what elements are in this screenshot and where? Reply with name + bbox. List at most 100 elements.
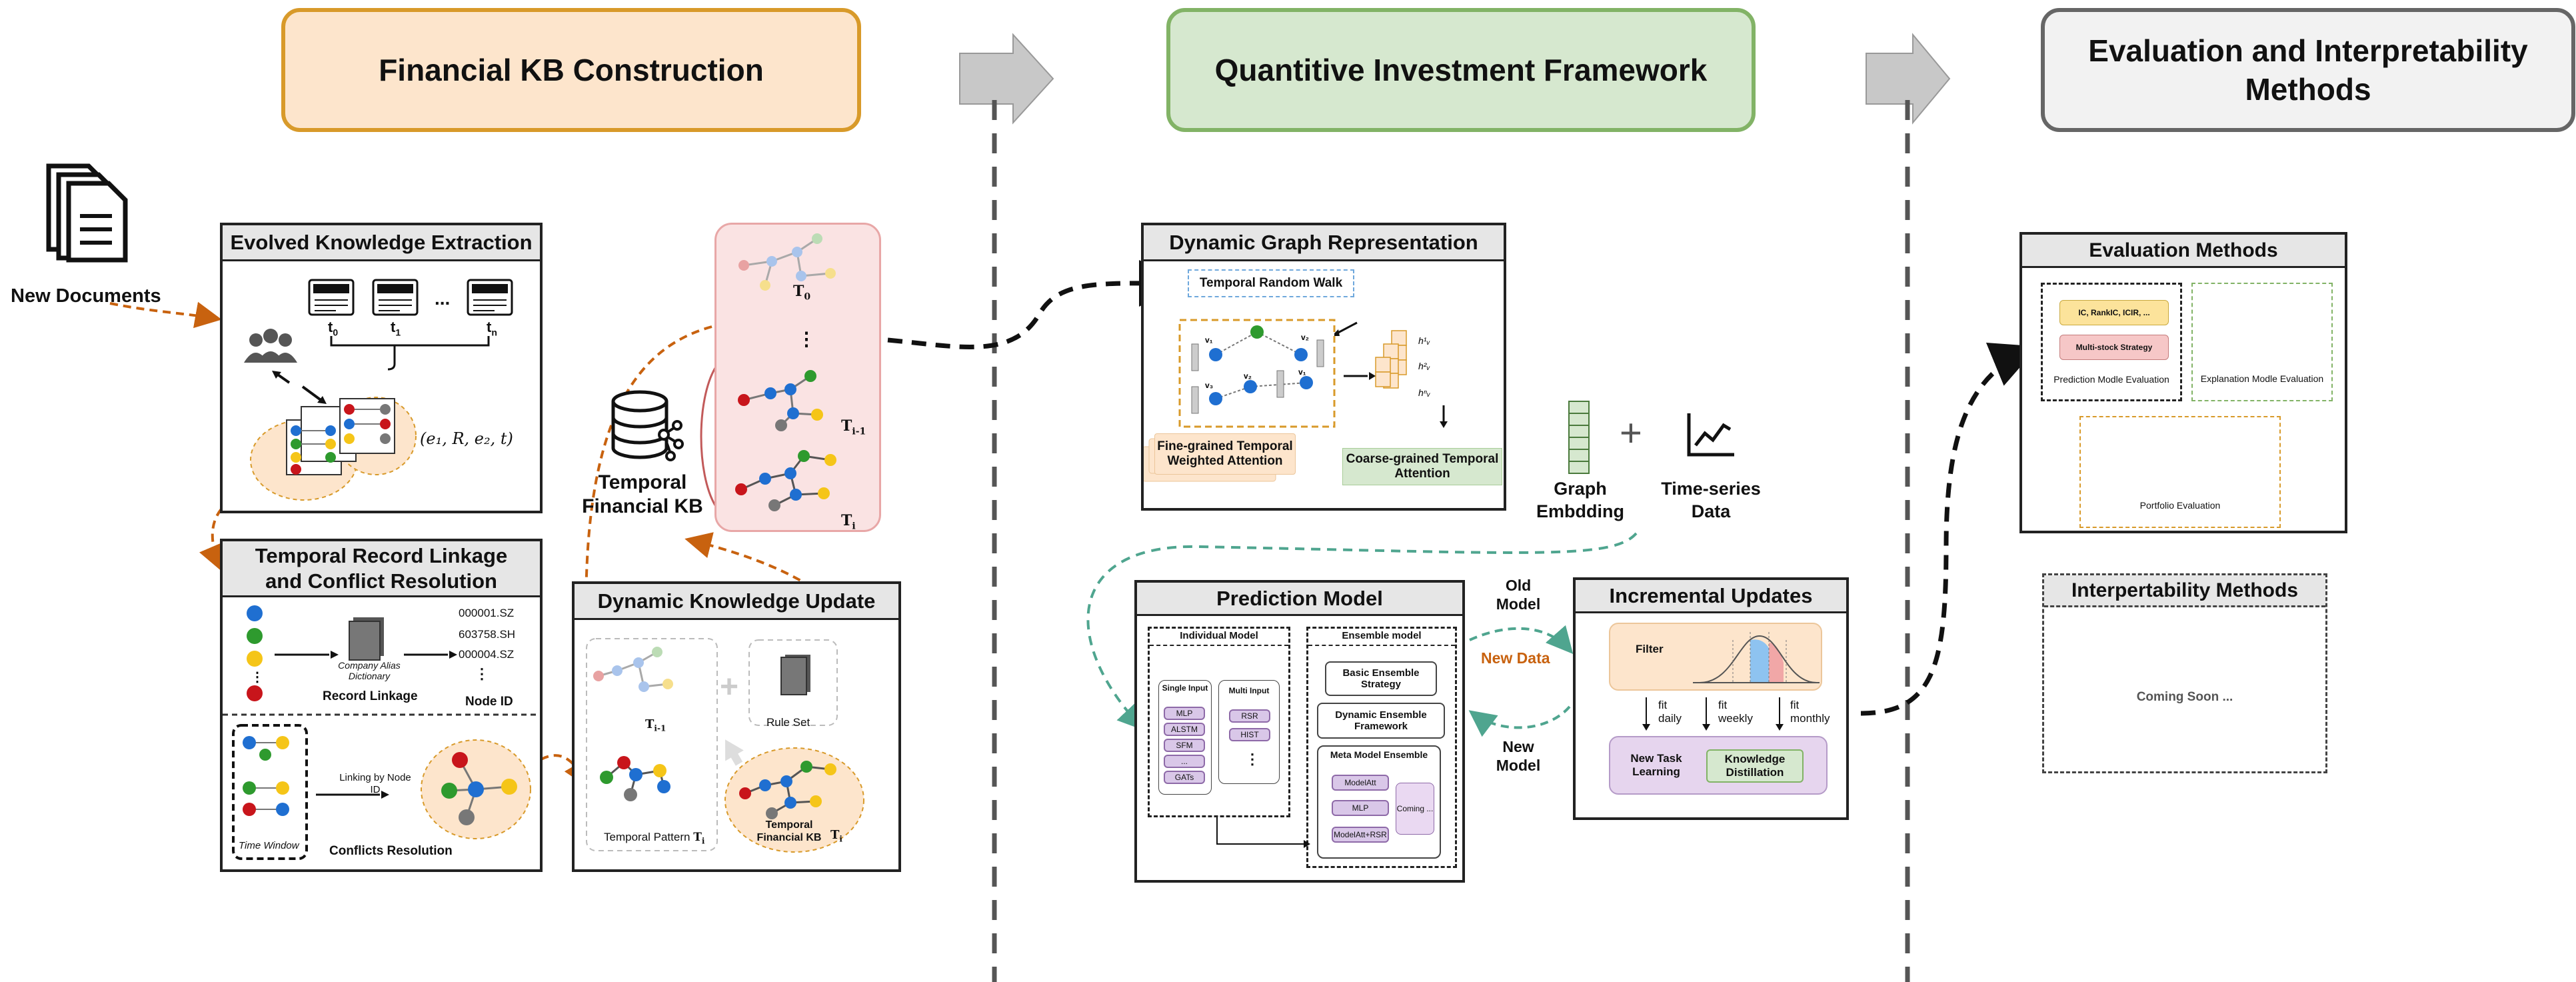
update-t-prev: Ti-1 <box>645 717 666 733</box>
model-rsr: RSR <box>1229 709 1270 723</box>
coarse-attention-label: Coarse-grained Temporal Attention <box>1346 452 1499 481</box>
explanation-eval-box: Explanation Modle Evaluation <box>2191 283 2333 401</box>
individual-model-title: Individual Model <box>1180 630 1258 641</box>
portfolio-eval-label: Portfolio Evaluation <box>2139 500 2221 511</box>
model-hist: HIST <box>1229 728 1270 741</box>
extraction-title: Evolved Knowledge Extraction <box>223 225 540 261</box>
svg-text:v₂: v₂ <box>1301 333 1309 342</box>
multi-stock-label: Multi-stock Strategy <box>2075 343 2153 352</box>
random-walk-box: Temporal Random Walk <box>1188 269 1354 297</box>
random-walk-label: Temporal Random Walk <box>1199 276 1343 290</box>
arrow-docs-to-extraction <box>109 301 222 329</box>
snapshot-ti-1: Ti-1 <box>841 417 866 437</box>
meta-ensemble-box: Meta Model Ensemble <box>1317 745 1441 859</box>
svg-text:+: + <box>720 669 738 705</box>
label-t0: t0 <box>328 319 339 338</box>
snapshot-ti: Ti <box>841 512 856 532</box>
fine-attention-box: Fine-grained Temporal Weighted Attention <box>1154 433 1296 475</box>
fit-arrows <box>1642 697 1784 731</box>
database-icon <box>611 390 684 461</box>
interpretability-panel: Interpertability Methods Coming Soon ... <box>2042 573 2327 773</box>
node-id-1: 000001.SZ <box>459 607 515 619</box>
meta-model-mlp: MLP <box>1332 800 1389 816</box>
stage-evaluation: Evaluation and Interpretability Methods <box>2041 8 2575 132</box>
model-mlp: MLP <box>1164 707 1205 720</box>
kb-bracket <box>700 367 716 506</box>
individual-to-ensemble-arrow <box>1216 817 1310 848</box>
ensemble-model-box: Ensemble model <box>1306 627 1457 868</box>
linkage-title: Temporal Record Linkage and Conflict Res… <box>223 541 540 597</box>
distillation-label: Knowledge Distillation <box>1724 753 1786 779</box>
ic-metrics-label: IC, RankIC, ICIR, ... <box>2078 308 2150 317</box>
multi-input-label: Multi Input <box>1228 686 1270 695</box>
update-diagram: + <box>586 638 864 853</box>
triple-formula: (e₁, R, e₂, t) <box>420 429 513 448</box>
svg-text:v₁: v₁ <box>1298 367 1306 377</box>
fit-monthly-label: fit monthly <box>1790 699 1830 725</box>
extraction-diagram <box>244 279 513 501</box>
coming-soon-label: Coming Soon ... <box>2136 690 2233 704</box>
coming-box: Coming ... <box>1396 783 1434 835</box>
rule-set-label: Rule Set <box>766 716 810 729</box>
temporal-kb-label: Temporal Financial KB <box>582 471 703 517</box>
stage-qif-title: Quantitive Investment Framework <box>1214 53 1708 87</box>
conflicts-resolution-label: Conflicts Resolution <box>329 844 453 858</box>
meta-model-att-rsr: ModelAtt+RSR <box>1332 827 1389 843</box>
single-input-label: Single Input <box>1162 683 1208 693</box>
embedding-vector-icon <box>1568 401 1590 474</box>
kb-snapshots-graphs: ⋮ <box>735 233 836 511</box>
stage-arrow-2 <box>1866 33 1951 125</box>
dgr-title: Dynamic Graph Representation <box>1144 225 1504 261</box>
svg-text:⋮: ⋮ <box>797 329 816 349</box>
record-linkage-label: Record Linkage <box>323 689 418 703</box>
snapshot-t0: T0 <box>793 283 811 303</box>
ensemble-model-title: Ensemble model <box>1342 630 1422 641</box>
interpretability-title: Interpertability Methods <box>2071 579 2299 601</box>
evaluation-panel: Evaluation Methods <box>2019 232 2347 533</box>
time-series-label: Time-series Data <box>1661 479 1761 521</box>
stage-kb-construction: Financial KB Construction <box>281 8 861 132</box>
label-t1: t1 <box>391 319 401 338</box>
svg-text:hⁿᵥ: hⁿᵥ <box>1418 387 1431 398</box>
fit-daily-label: fit daily <box>1658 699 1682 725</box>
linking-by-node-id: Linking by Node ID <box>339 772 411 795</box>
prediction-eval-label: Prediction Modle Evaluation <box>2053 374 2169 385</box>
stage-kb-title: Financial KB Construction <box>379 53 764 87</box>
stage-quant-framework: Quantitive Investment Framework <box>1166 8 1756 132</box>
distillation-box: Knowledge Distillation <box>1706 749 1804 783</box>
arrow-incremental-to-eval <box>1860 342 2038 716</box>
dynamic-ensemble-label: Dynamic Ensemble Framework <box>1335 709 1427 732</box>
evaluation-title: Evaluation Methods <box>2022 235 2345 268</box>
time-window-label: Time Window <box>239 840 299 851</box>
svg-text:h¹ᵥ: h¹ᵥ <box>1418 335 1430 346</box>
meta-model-att: ModelAtt <box>1332 775 1389 791</box>
linkage-diagram: ⋮ <box>223 605 540 860</box>
stage-eval-title: Evaluation and Interpretability Methods <box>2088 33 2528 107</box>
basic-ensemble-box: Basic Ensemble Strategy <box>1325 661 1437 696</box>
model-gats: GATs <box>1164 771 1205 784</box>
individual-model-box: Individual Model <box>1148 627 1290 817</box>
interpretability-title-bar: Interpertability Methods <box>2044 575 2325 607</box>
fine-attention-label: Fine-grained Temporal Weighted Attention <box>1157 439 1293 468</box>
arrow-old-model <box>1469 625 1574 655</box>
coming-label: Coming ... <box>1396 804 1434 813</box>
documents-icon <box>46 163 128 263</box>
coarse-attention-box: Coarse-grained Temporal Attention <box>1342 448 1502 485</box>
incremental-title: Incremental Updates <box>1576 580 1846 613</box>
prediction-eval-box: Prediction Modle Evaluation <box>2041 283 2182 401</box>
meta-ensemble-label: Meta Model Ensemble <box>1330 749 1428 760</box>
explanation-eval-label: Explanation Modle Evaluation <box>2200 373 2324 384</box>
new-documents-label: New Documents <box>11 285 161 307</box>
node-id-2: 603758.SH <box>459 628 516 641</box>
distribution-icon <box>1693 632 1820 683</box>
multi-vdots: ⋮ <box>1245 751 1260 767</box>
multi-stock-box: Multi-stock Strategy <box>2059 335 2169 360</box>
node-id-3: 000004.SZ <box>459 648 515 661</box>
prediction-title: Prediction Model <box>1137 583 1462 616</box>
update-ti-label: Ti <box>830 828 842 844</box>
model-ellipsis: ... <box>1164 755 1205 768</box>
fit-weekly-label: fit weekly <box>1718 699 1753 725</box>
extraction-dots: ... <box>435 288 451 309</box>
filter-box: Filter <box>1609 623 1822 691</box>
